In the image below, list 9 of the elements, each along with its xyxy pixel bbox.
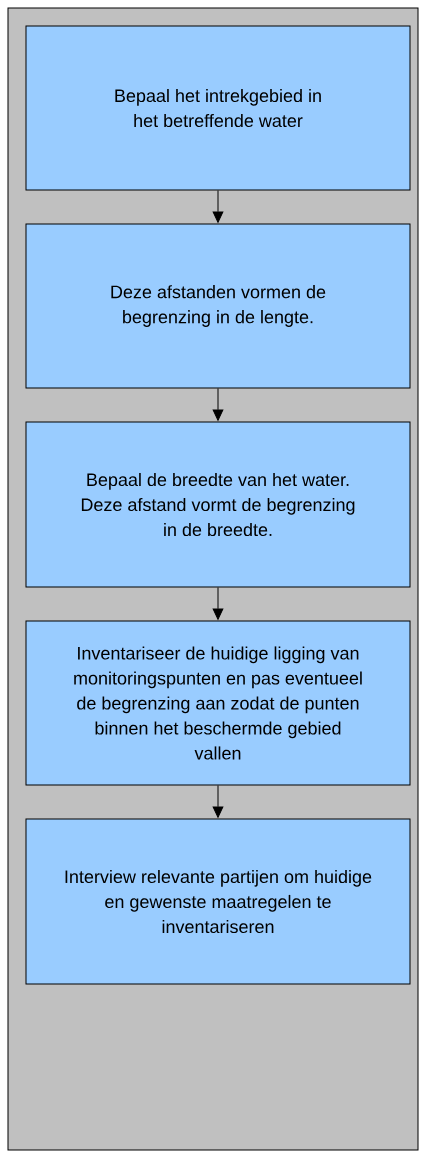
- process-box: Bepaal de breedte van het water. Deze afstand vormt de begrenzing in de breedte.: [25, 421, 411, 588]
- arrow: [212, 785, 224, 818]
- process-box: Bepaal het intrekgebied in het betreffende water: [25, 25, 411, 191]
- process-box: Deze afstanden vormen de begrenzing in de lengte.: [25, 223, 411, 389]
- arrow: [212, 388, 224, 421]
- arrow: [212, 587, 224, 620]
- arrow: [212, 190, 224, 223]
- process-box: Inventariseer de huidige ligging van monitoringspunten en pas eventueel de begrenzing aan zodat de punten binnen het beschermde gebied vallen: [25, 620, 411, 786]
- process-box: Interview relevante partijen om huidige en gewenste maatregelen te inventariseren: [25, 818, 411, 985]
